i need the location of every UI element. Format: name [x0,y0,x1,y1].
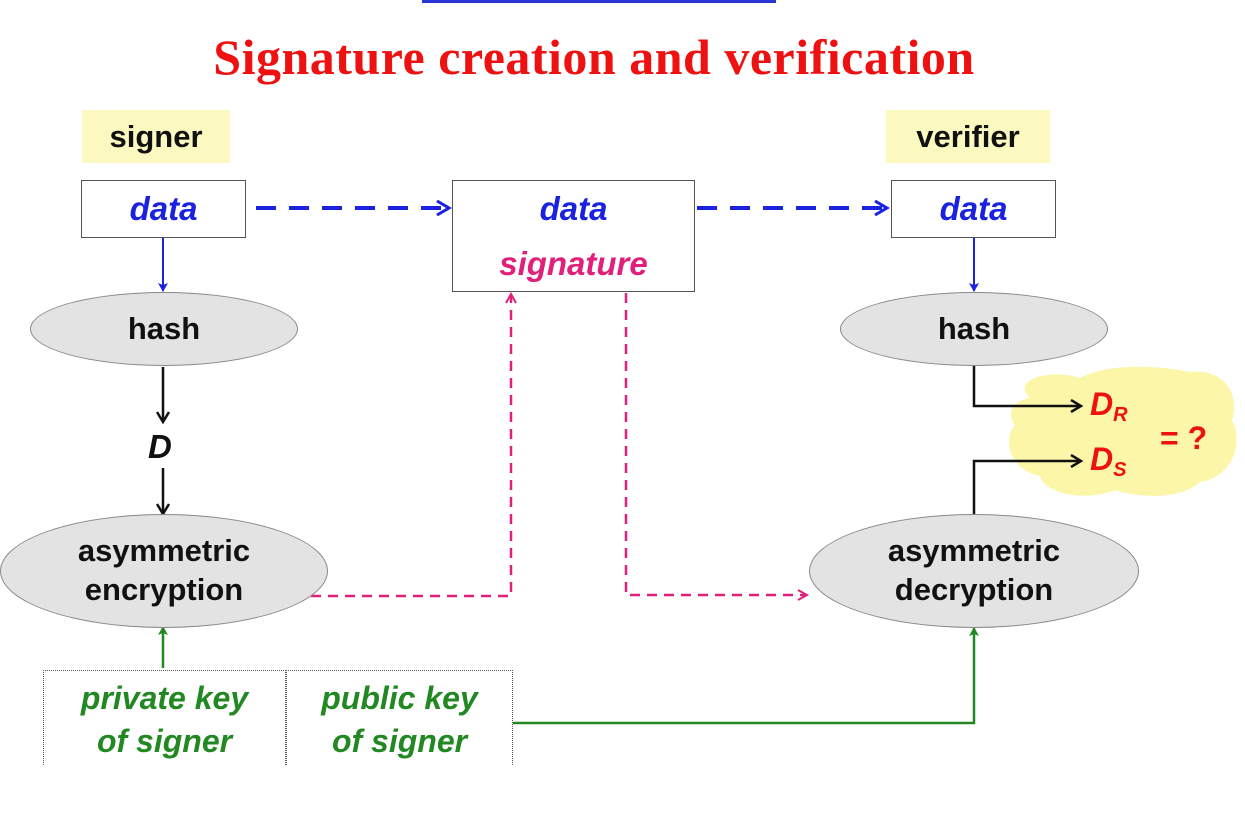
top-rule [422,0,776,3]
arrow-decryption-to-ds [972,461,1080,515]
ds-label: DS [1090,441,1126,482]
signer-hash-label: hash [127,310,201,346]
digest-label: D [148,428,172,465]
asymmetric-encryption-node: asymmetric encryption [0,514,328,628]
asymmetric-decryption-node: asymmetric decryption [809,514,1139,628]
ds-main: D [1090,441,1114,477]
encryption-line1: asymmetric [77,533,251,569]
arrow-hash-to-dr [972,366,1080,406]
arrow-encryption-to-signature [311,295,511,598]
comparison-question: = ? [1160,420,1208,456]
private-key-line2: of signer [96,723,233,760]
public-key-line1: public key [321,680,478,716]
encryption-line2: encryption [84,572,244,607]
dr-subscript: R [1113,404,1128,426]
packet-signature-box: signature [452,236,695,292]
signer-data-box: data [81,180,246,238]
dr-label: DR [1090,386,1128,427]
verifier-label: verifier [886,110,1050,163]
verifier-hash-label: hash [937,310,1011,346]
public-key-box: public key of signer [286,670,513,765]
ds-subscript: S [1113,459,1127,481]
arrow-public-key-to-decryption [513,627,979,725]
dr-main: D [1090,386,1114,422]
decryption-line2: decryption [894,572,1054,607]
arrow-signature-to-decryption [624,293,806,595]
signer-label: signer [82,110,230,163]
private-key-line1: private key [80,680,249,716]
verifier-hash-node: hash [840,292,1108,366]
signer-hash-node: hash [30,292,298,366]
packet-data-box: data [452,180,695,237]
private-key-box: private key of signer [43,670,286,765]
public-key-line2: of signer [331,723,468,760]
page-title: Signature creation and verification [213,29,975,85]
decryption-line1: asymmetric [887,533,1061,569]
verifier-data-box: data [891,180,1056,238]
